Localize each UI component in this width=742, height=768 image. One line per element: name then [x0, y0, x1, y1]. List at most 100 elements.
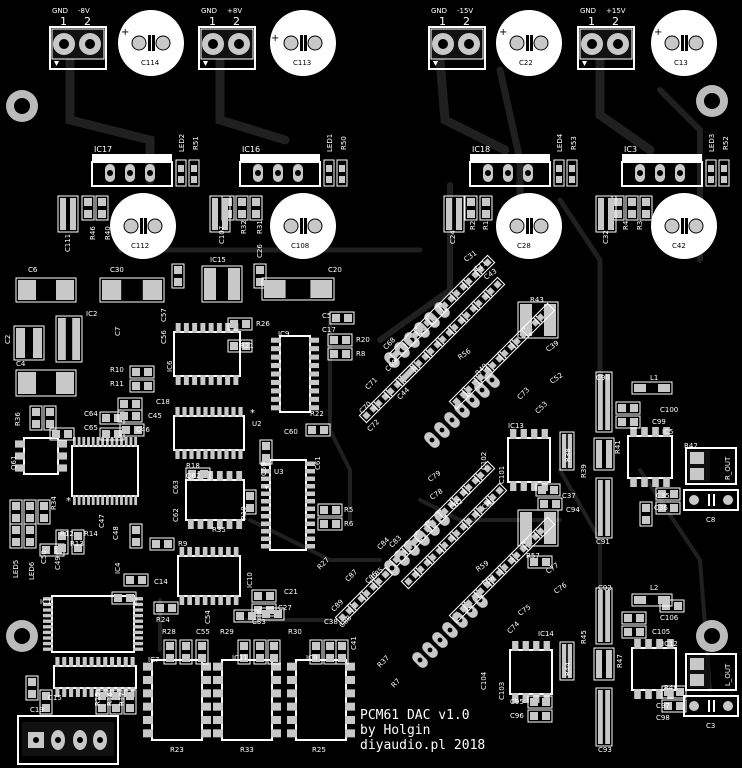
label-ic4: IC4: [114, 562, 122, 574]
power-pin-1: 1: [209, 15, 216, 28]
cap-c111-tant: [57, 195, 79, 233]
label-q61: Q61: [10, 456, 18, 470]
power-pin-2: 2: [233, 15, 240, 28]
label-c19: C19: [30, 706, 44, 714]
label-c6: C6: [28, 266, 38, 274]
label-c63: C63: [172, 480, 180, 494]
label-c5: C5: [322, 312, 331, 320]
smd-part: [37, 499, 51, 525]
cap-c108: C108: [270, 193, 336, 259]
smd-part: [23, 523, 37, 549]
c92-block: [595, 587, 613, 645]
credit-line-title: PCM61 DAC v1.0: [360, 708, 470, 723]
label-r24: R24: [156, 616, 170, 624]
label-r36: R36: [14, 412, 22, 426]
smd-part: [661, 685, 687, 699]
smd-part: [171, 263, 185, 289]
chip-u2: [173, 407, 245, 459]
label-r21: R21: [240, 342, 254, 350]
smd-part: [327, 333, 353, 347]
smd-part: [29, 405, 43, 431]
power-net-gnd: GND: [52, 7, 68, 15]
cap-c20: [261, 277, 335, 301]
label-r13: R13: [70, 540, 84, 548]
smd-part: [621, 625, 647, 639]
cap-c6: [15, 277, 77, 303]
smd-part: [109, 689, 123, 715]
output-cap-label: C8: [706, 516, 715, 524]
label-c50: C50: [40, 550, 48, 564]
label-c35: C35: [656, 492, 670, 500]
label-r33: R33: [240, 746, 254, 754]
smd-part: [329, 311, 355, 325]
smd-part: [195, 639, 209, 665]
label-r35: R35: [212, 526, 226, 534]
label-r9: R9: [178, 540, 187, 548]
label-c60: C60: [284, 428, 298, 436]
label-c93: C93: [598, 746, 612, 754]
label-c30: C30: [110, 266, 124, 274]
label-c64: C64: [84, 410, 98, 418]
smd-part: [309, 639, 323, 665]
polarity-plus-icon: +: [121, 27, 129, 38]
label-r43: R43: [530, 296, 544, 304]
ic15-block: [201, 265, 243, 303]
label-r3: R3: [636, 221, 644, 230]
power-pin-2: 2: [612, 15, 619, 28]
cap-label: C113: [293, 59, 311, 67]
smd-cluster-4: [448, 302, 556, 410]
smd-part: [615, 401, 641, 415]
label-c95: C95: [510, 698, 524, 706]
chip-ic5: [627, 427, 673, 487]
cap-c24-tant: [443, 195, 465, 233]
label-r4: R4: [622, 220, 630, 230]
r47-block: [593, 647, 615, 681]
label-c45: C45: [148, 412, 162, 420]
smd-part: [243, 489, 257, 515]
power-pin-1: 1: [588, 15, 595, 28]
smd-part: [111, 591, 137, 605]
smd-part: [95, 195, 109, 221]
smd-part: [129, 379, 155, 393]
label-c99: C99: [652, 418, 666, 426]
label-r18: R18: [186, 462, 200, 470]
cap-c107-tant: [209, 195, 231, 233]
smd-part: [129, 365, 155, 379]
label-r50: R50: [340, 136, 348, 150]
label-c59: C59: [260, 462, 268, 476]
power-pin-2: 2: [84, 15, 91, 28]
label-r10: R10: [110, 366, 124, 374]
smd-part: [71, 529, 85, 555]
smd-part: [479, 195, 493, 221]
smd-part: [267, 639, 281, 665]
label-c98: C98: [656, 714, 670, 722]
regulator-label: IC18: [472, 145, 490, 154]
label-ic10: IC10: [246, 572, 254, 588]
label-q62: Q62: [186, 472, 200, 480]
cap-c32-tant: [595, 195, 617, 233]
label-c61: C61: [314, 456, 322, 470]
r41-block: [593, 437, 615, 471]
label-r52: R52: [722, 136, 730, 150]
smd-part: [259, 439, 273, 465]
output-r_out: R_OUT C8: [683, 447, 739, 524]
label-r1: R1: [482, 221, 490, 230]
credit-line-author: by Holgin: [360, 723, 431, 738]
label-r19: R19: [240, 506, 248, 520]
regulator-ic16: IC16: [239, 145, 348, 187]
smd-part: [253, 639, 267, 665]
output-label: R_OUT: [724, 456, 732, 480]
label-r40: R40: [104, 226, 112, 240]
label-led2: LED2: [178, 134, 186, 152]
label-ic9: IC9: [278, 330, 289, 338]
smd-part: [317, 503, 343, 517]
label-r8: R8: [356, 350, 365, 358]
c93-block: [595, 687, 613, 747]
regulator-ic18: IC18: [469, 145, 578, 187]
smd-part: [305, 423, 331, 437]
label-c96: C96: [510, 712, 524, 720]
